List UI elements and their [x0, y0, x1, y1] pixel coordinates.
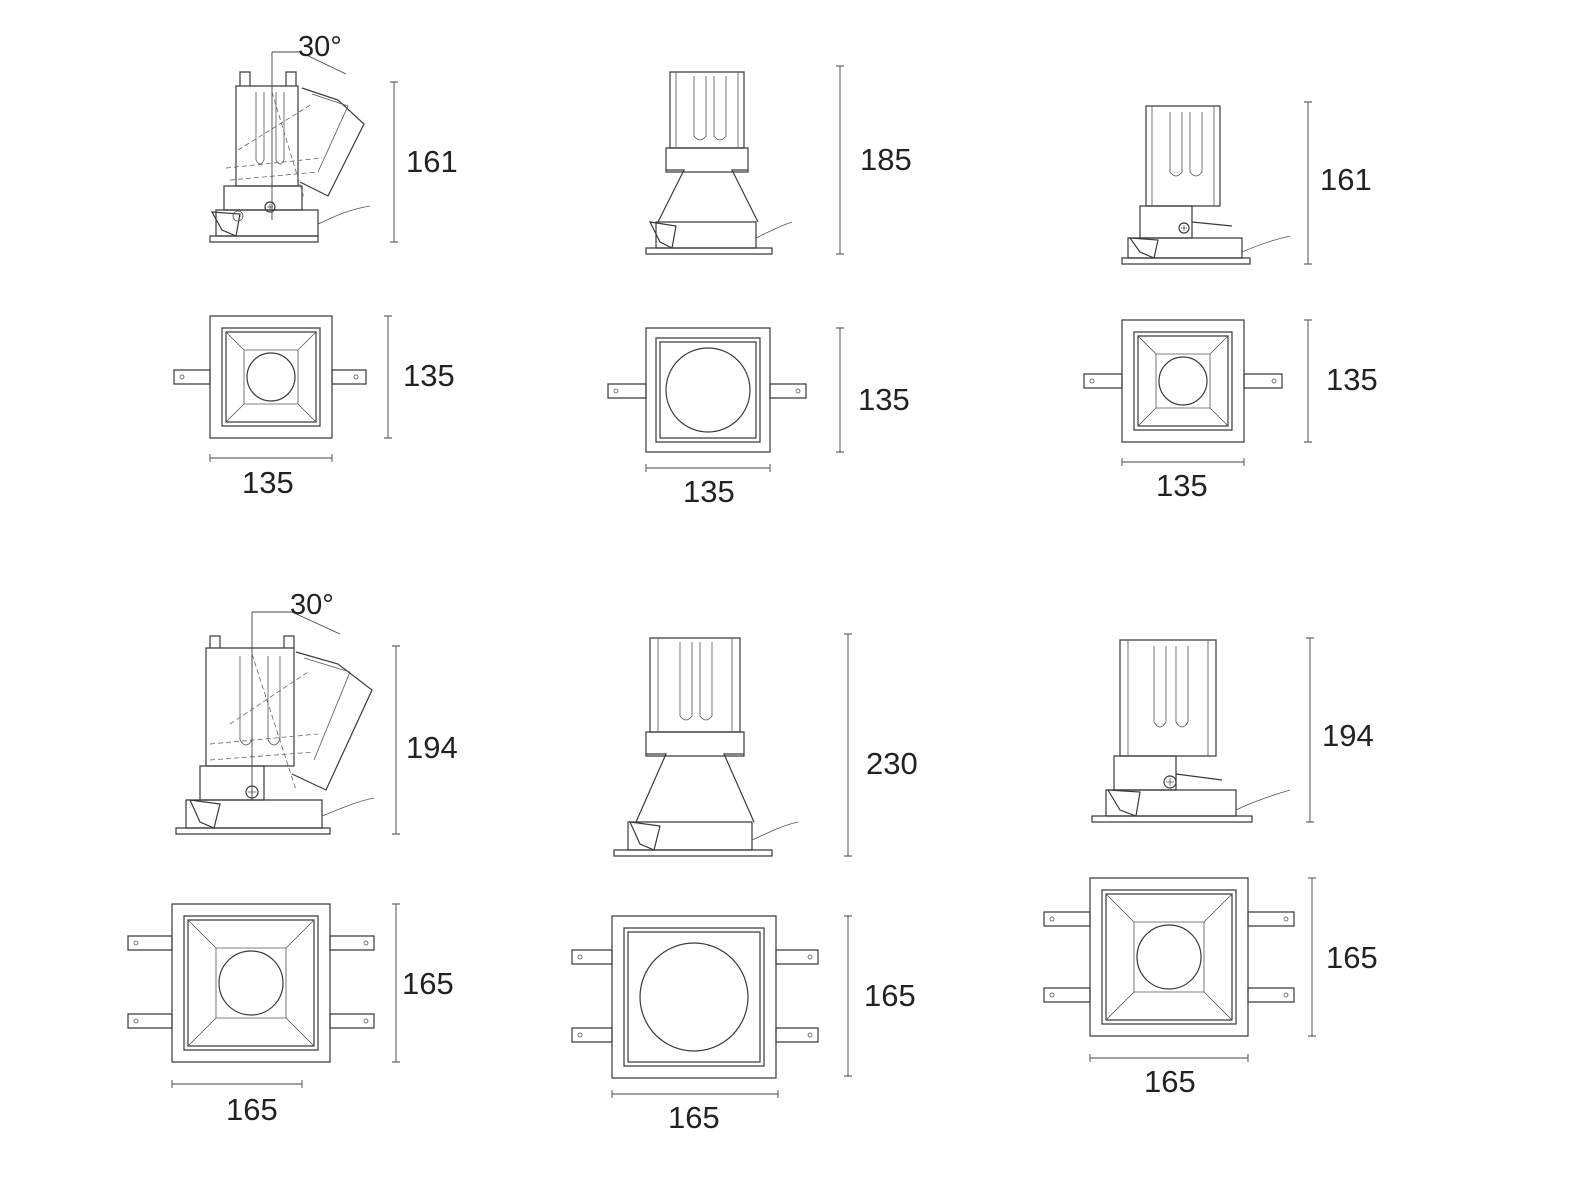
- height-label: 185: [860, 142, 912, 177]
- front-view-drawing: [1083, 319, 1283, 443]
- depth-label: 135: [858, 382, 910, 417]
- depth-dimension-line: [844, 915, 852, 1077]
- width-label: 165: [226, 1092, 278, 1127]
- height-dimension-line: [1304, 101, 1312, 265]
- width-dimension-line: [171, 1080, 303, 1088]
- luminaire-fixed-135: 185 135 135: [607, 65, 912, 509]
- side-view-drawing: [1121, 105, 1291, 265]
- height-dimension-line: [844, 633, 852, 857]
- side-view-drawing: [613, 637, 799, 857]
- height-label: 194: [406, 730, 458, 765]
- height-dimension-line: [390, 81, 398, 243]
- width-dimension-line: [1089, 1054, 1249, 1062]
- height-label: 161: [406, 144, 458, 179]
- side-view-drawing: [1091, 639, 1291, 823]
- width-label: 165: [668, 1100, 720, 1135]
- width-dimension-line: [1121, 458, 1245, 466]
- depth-label: 165: [402, 966, 454, 1001]
- tilt-angle-label: 30°: [298, 31, 342, 63]
- height-label: 194: [1322, 718, 1374, 753]
- luminaire-short-135: 161 135 135: [1083, 101, 1378, 503]
- depth-label: 135: [1326, 362, 1378, 397]
- height-label: 230: [866, 746, 918, 781]
- height-dimension-line: [836, 65, 844, 255]
- front-view-drawing: [1043, 877, 1295, 1037]
- side-view-drawing: [175, 611, 375, 835]
- front-view-drawing: [607, 327, 807, 453]
- luminaire-short-165: 194 165 165: [1043, 637, 1378, 1099]
- front-view-drawing: [173, 315, 367, 439]
- luminaire-adjustable-135: 30° 161 135 135: [173, 31, 458, 500]
- side-view-drawing: [645, 71, 793, 255]
- depth-dimension-line: [392, 903, 400, 1063]
- height-dimension-line: [392, 645, 400, 835]
- front-view-drawing: [127, 903, 375, 1063]
- luminaire-fixed-165: 230 165 165: [571, 633, 918, 1135]
- width-label: 135: [1156, 468, 1208, 503]
- width-label: 135: [242, 465, 294, 500]
- depth-label: 135: [403, 358, 455, 393]
- tilt-angle-label: 30°: [290, 589, 334, 621]
- height-label: 161: [1320, 162, 1372, 197]
- side-view-drawing: [209, 51, 371, 243]
- depth-dimension-line: [1308, 877, 1316, 1037]
- width-label: 135: [683, 474, 735, 509]
- depth-dimension-line: [836, 327, 844, 453]
- depth-dimension-line: [1304, 319, 1312, 443]
- depth-label: 165: [1326, 940, 1378, 975]
- front-view-drawing: [571, 915, 819, 1079]
- height-dimension-line: [1306, 637, 1314, 823]
- depth-dimension-line: [384, 315, 392, 439]
- depth-label: 165: [864, 978, 916, 1013]
- width-dimension-line: [611, 1090, 779, 1098]
- luminaire-adjustable-165: 30° 194 165 165: [127, 589, 458, 1127]
- width-dimension-line: [209, 454, 333, 462]
- width-label: 165: [1144, 1064, 1196, 1099]
- width-dimension-line: [645, 464, 771, 472]
